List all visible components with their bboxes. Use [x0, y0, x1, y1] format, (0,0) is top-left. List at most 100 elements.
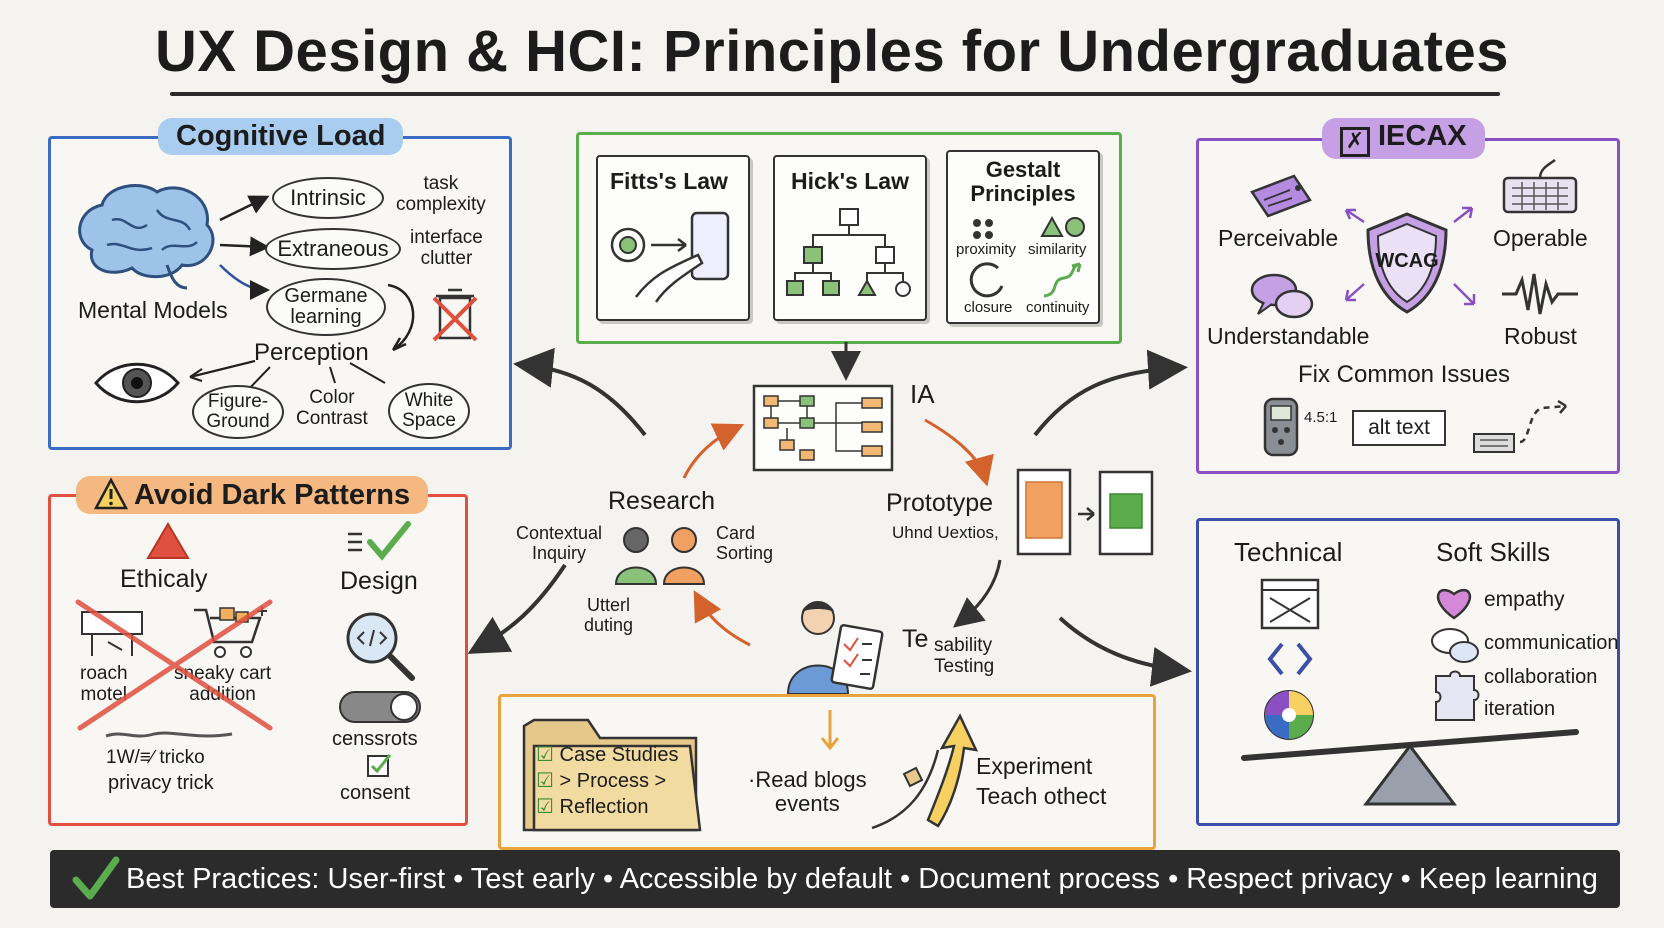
privacy-trick-a-label: 1W/≡∕ tricko — [106, 747, 205, 768]
extraneous-label: Extraneous — [277, 236, 389, 262]
iteration-label: iteration — [1484, 698, 1556, 720]
fitts-law-label: Fitts's Law — [610, 168, 728, 194]
accessibility-title-pill: ✗ IECAX — [1322, 118, 1485, 159]
extraneous-oval: Extraneous — [265, 228, 401, 270]
robust-label: Robust — [1504, 323, 1577, 349]
fitts-law-card: Fitts's Law — [596, 155, 750, 321]
keyboard-navigation-icon — [1473, 399, 1567, 453]
contrast-checker-icon — [1263, 397, 1299, 457]
white-space-oval: White Space — [388, 383, 470, 439]
wireframe-icon — [1260, 578, 1320, 630]
mental-models-label: Mental Models — [78, 297, 228, 323]
contextual-inquiry-label: Contextual Inquiry — [516, 523, 603, 563]
tester-person-icon — [786, 601, 884, 695]
proximity-label: proximity — [956, 241, 1017, 258]
checkbox-icon: ✗ — [1340, 127, 1370, 157]
down-arrow-icon — [820, 710, 840, 751]
read-blogs-label: ·Read blogs events — [748, 767, 867, 817]
growth-arrow-icon — [871, 713, 979, 830]
censsrots-label: censsrots — [332, 728, 418, 750]
best-practices-banner: Best Practices: User-first • Test early … — [50, 850, 1620, 908]
case-studies-item: ☑ Case Studies — [536, 744, 678, 766]
alt-text-label: alt text — [1368, 416, 1430, 439]
code-brackets-icon — [1267, 642, 1313, 676]
cognitive-arrows — [219, 195, 270, 300]
germane-label: Germane learning — [284, 285, 368, 328]
soft-skills-label: Soft Skills — [1436, 537, 1551, 567]
cognitive-load-title: Cognitive Load — [158, 118, 404, 155]
intrinsic-note: task complexity — [396, 173, 486, 215]
check-icon: ☑ — [536, 744, 560, 766]
empathy-label: empathy — [1484, 588, 1565, 611]
user-testing-label: Utterl duting — [584, 595, 634, 635]
best-practices-text: Best Practices: User-first • Test early … — [126, 863, 1598, 895]
prototype-sub-label: Uhnd Uextios, — [892, 523, 999, 542]
roach-motel-label: roach motel — [80, 663, 128, 705]
research-label: Research — [608, 487, 715, 515]
wcag-arrows — [1344, 206, 1476, 306]
gestalt-label: Gestalt Principles — [970, 157, 1076, 207]
page-title: UX Design & HCI: Principles for Undergra… — [154, 19, 1510, 84]
ia-sitemap-icon — [752, 384, 894, 472]
process-label: > Process > — [559, 770, 667, 792]
reflection-label: Reflection — [559, 796, 649, 818]
continuity-icon — [1043, 262, 1082, 298]
shopping-cart-icon — [194, 606, 267, 658]
folder-icon — [522, 718, 702, 832]
understandable-label: Understandable — [1207, 323, 1370, 349]
collaboration-label: collaboration — [1484, 666, 1598, 688]
proximity-dots-icon — [973, 219, 993, 239]
closure-label: closure — [964, 299, 1013, 316]
intrinsic-oval: Intrinsic — [272, 177, 384, 219]
warning-icon — [93, 477, 129, 510]
red-cross-mark — [75, 599, 273, 731]
puzzle-icon — [1435, 670, 1480, 721]
figure-ground-label: Figure- Ground — [206, 391, 270, 432]
wcag-label: WCAG — [1375, 250, 1439, 272]
title-underline — [170, 92, 1500, 96]
communication-label: communication — [1484, 632, 1619, 654]
alt-text-box: alt text — [1352, 410, 1446, 446]
trash-cross-icon — [432, 288, 478, 342]
extraneous-note: interface clutter — [410, 227, 483, 269]
scribble-line — [105, 731, 233, 738]
experiment-label: Experiment Teach othect — [976, 753, 1107, 809]
similarity-shapes-icon — [1040, 215, 1085, 237]
dark-patterns-title-pill: Avoid Dark Patterns — [76, 476, 429, 514]
germane-oval: Germane learning — [266, 278, 386, 336]
color-wheel-icon — [1264, 690, 1314, 740]
toggle-icon — [339, 691, 421, 723]
fix-common-issues-label: Fix Common Issues — [1298, 361, 1511, 388]
waveform-icon — [1502, 273, 1578, 315]
contrast-ratio-label: 4.5:1 — [1304, 409, 1338, 426]
prototype-label: Prototype — [886, 489, 994, 517]
color-contrast-label: Color Contrast — [296, 387, 368, 429]
target-pointer-icon — [610, 211, 730, 303]
closure-icon — [969, 262, 1004, 298]
check-icon: ☑ — [536, 770, 560, 792]
accessibility-title: IECAX — [1378, 120, 1467, 152]
usability-testing-prefix: Te — [902, 625, 929, 653]
usability-testing-label: sability Testing — [934, 635, 995, 677]
users-icon — [614, 527, 706, 585]
code-magnifier-icon — [346, 612, 415, 681]
intrinsic-label: Intrinsic — [290, 185, 366, 211]
perceivable-label: Perceivable — [1218, 225, 1339, 251]
similarity-label: similarity — [1028, 241, 1087, 258]
operable-label: Operable — [1493, 225, 1588, 251]
figure-ground-oval: Figure- Ground — [192, 385, 284, 439]
wcag-shield-icon — [1366, 212, 1448, 314]
balance-scale-icon — [1241, 729, 1579, 806]
continuity-label: continuity — [1026, 299, 1090, 316]
tag-icon — [1250, 174, 1312, 218]
card-sorting-label: Card Sorting — [716, 523, 774, 563]
consent-checkbox-icon — [367, 754, 392, 777]
eye-icon — [94, 362, 180, 404]
heart-icon — [1436, 588, 1472, 620]
perception-label: Perception — [254, 339, 369, 366]
consent-label: consent — [340, 782, 411, 804]
hicks-law-label: Hick's Law — [791, 168, 909, 194]
white-space-label: White Space — [402, 390, 456, 431]
technical-label: Technical — [1234, 537, 1343, 567]
